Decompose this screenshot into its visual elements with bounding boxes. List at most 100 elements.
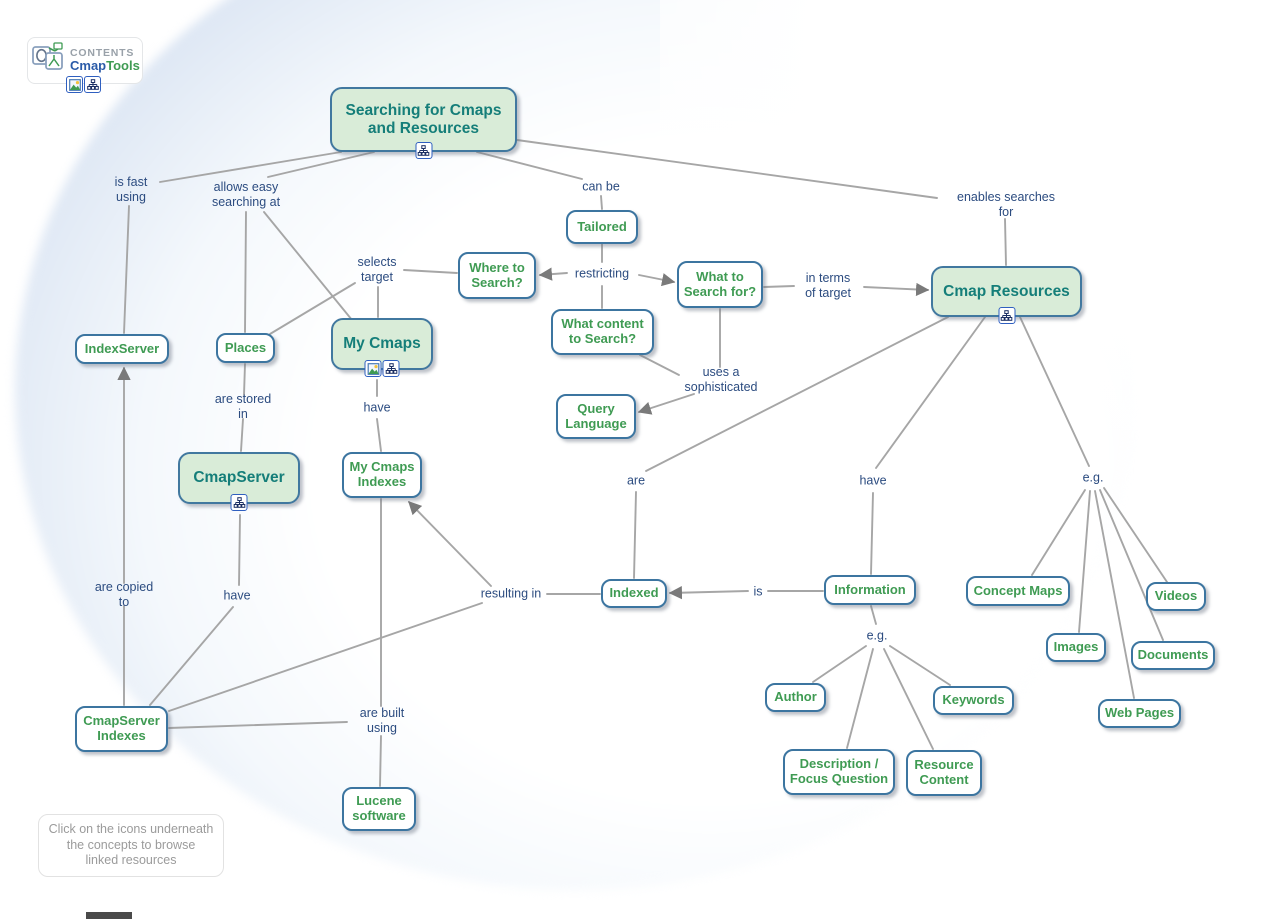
connector-line (1004, 218, 1007, 266)
connector-line (668, 586, 749, 600)
link-label-have-resources: have (859, 473, 887, 488)
connector-line (243, 363, 246, 396)
concept-node-what-content[interactable]: What content to Search? (551, 309, 654, 355)
connector-line (123, 205, 130, 334)
connector-line (600, 195, 603, 210)
link-label-restricting: restricting (574, 266, 630, 281)
concept-node-description-focus[interactable]: Description / Focus Question (783, 749, 895, 795)
concept-label-cmap-resources: Cmap Resources (943, 282, 1070, 300)
link-label-eg-information: e.g. (866, 628, 888, 643)
concept-node-resource-content[interactable]: Resource Content (906, 750, 982, 796)
resource-icons (415, 142, 432, 159)
connector-line (1099, 489, 1164, 641)
concept-node-query-language[interactable]: Query Language (556, 394, 636, 439)
concept-label-images: Images (1053, 639, 1099, 655)
concept-node-what-to-search-for[interactable]: What to Search for? (677, 261, 763, 308)
concept-node-videos[interactable]: Videos (1146, 582, 1206, 611)
connector-line (863, 282, 930, 297)
connector-line (376, 418, 382, 452)
concept-label-indexed: Indexed (609, 585, 659, 601)
cmaptools-logo-icon (32, 42, 68, 79)
concept-node-keywords[interactable]: Keywords (933, 686, 1014, 715)
connector-line (639, 354, 680, 376)
resource-icons (230, 494, 248, 511)
sitemap-icon[interactable] (230, 494, 248, 511)
connector-line (870, 492, 874, 575)
concept-label-documents: Documents (1137, 647, 1209, 663)
logo-brand-cmap: Cmap (70, 58, 107, 74)
concept-node-my-cmaps-indexes[interactable]: My Cmaps Indexes (342, 452, 422, 498)
link-label-can-be: can be (582, 179, 620, 194)
concept-node-tailored[interactable]: Tailored (566, 210, 638, 244)
connector-line (1094, 490, 1135, 699)
link-label-in-terms-of-target: in terms of target (805, 271, 851, 300)
connector-line (638, 273, 676, 287)
image-icon[interactable] (66, 76, 83, 93)
concept-node-information[interactable]: Information (824, 575, 916, 605)
concept-node-images[interactable]: Images (1046, 633, 1106, 662)
connector-line (1103, 487, 1168, 583)
concept-label-what-content: What content to Search? (561, 316, 644, 346)
link-label-are-stored-in: are stored in (214, 392, 272, 421)
connector-line (149, 606, 234, 706)
concept-node-cmap-resources[interactable]: Cmap Resources (931, 266, 1082, 324)
connector-line (168, 721, 348, 729)
connector-line (516, 139, 938, 199)
connector-line (1078, 490, 1091, 633)
logo-brand: CmapTools (70, 59, 140, 73)
logo-contents-label: CONTENTS (70, 47, 135, 60)
background-wash (660, 0, 1280, 430)
sitemap-icon[interactable] (998, 307, 1015, 324)
connector-line (883, 648, 934, 750)
concept-label-cmapserver: CmapServer (193, 469, 285, 487)
concept-label-information: Information (834, 581, 906, 597)
sitemap-icon[interactable] (415, 142, 432, 159)
concept-label-description-focus: Description / Focus Question (789, 756, 889, 786)
concept-label-what-to-search-for: What to Search for? (683, 268, 757, 299)
concept-label-resource-content: Resource Content (914, 757, 974, 787)
connector-line (408, 501, 492, 587)
concept-node-searching[interactable]: Searching for Cmaps and Resources (330, 87, 517, 159)
connector-line (159, 151, 342, 183)
concept-node-indexed[interactable]: Indexed (601, 579, 667, 608)
concept-node-concept-maps[interactable]: Concept Maps (966, 576, 1070, 606)
screen-edge-artifact (86, 912, 132, 919)
link-label-are-copied-to: are copied to (94, 580, 154, 609)
concept-node-cmapserver[interactable]: CmapServer (178, 452, 300, 511)
connector-line (637, 393, 695, 415)
concept-node-cmapserver-indexes[interactable]: CmapServer Indexes (75, 706, 168, 752)
connector-line (1019, 316, 1090, 467)
resource-icons (364, 360, 400, 377)
concept-node-author[interactable]: Author (765, 683, 826, 712)
link-label-allows-easy: allows easy searching at (211, 180, 281, 209)
concept-label-tailored: Tailored (577, 218, 627, 234)
concept-node-places[interactable]: Places (216, 333, 275, 363)
concept-node-documents[interactable]: Documents (1131, 641, 1215, 670)
logo-text: CONTENTS CmapTools (70, 48, 140, 73)
concept-node-where-to-search[interactable]: Where to Search? (458, 252, 536, 299)
link-label-are: are (626, 473, 646, 488)
link-label-enables-searches: enables searches for (957, 190, 1055, 219)
connector-line (875, 316, 986, 469)
image-icon[interactable] (364, 360, 382, 377)
connector-line (846, 648, 874, 749)
logo-resource-icons (66, 76, 101, 93)
concept-label-cmapserver-indexes: CmapServer Indexes (83, 713, 160, 743)
concept-label-lucene: Lucene software (352, 793, 406, 823)
sitemap-icon[interactable] (84, 76, 101, 93)
concept-label-videos: Videos (1154, 588, 1198, 604)
connector-line (403, 269, 458, 274)
link-label-uses-a-sophisticated: uses a sophisticated (684, 365, 758, 394)
concept-node-my-cmaps[interactable]: My Cmaps (331, 318, 433, 377)
connector-line (870, 605, 877, 625)
link-label-is-fast-using: is fast using (114, 175, 148, 204)
connector-line (633, 491, 637, 579)
concept-node-indexserver[interactable]: IndexServer (75, 334, 169, 364)
concept-node-lucene[interactable]: Lucene software (342, 787, 416, 831)
concept-node-web-pages[interactable]: Web Pages (1098, 699, 1181, 728)
link-label-eg-resources: e.g. (1082, 470, 1104, 485)
sitemap-icon[interactable] (382, 360, 400, 377)
link-label-have-mycmaps: have (363, 400, 391, 415)
